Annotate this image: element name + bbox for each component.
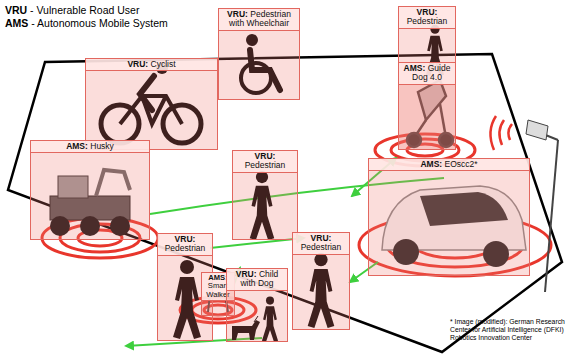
description: Pedestrian (165, 243, 206, 253)
description: Pedestrian (301, 242, 342, 252)
node-label: VRU: Pedestrian (399, 7, 455, 29)
node-label: VRU: Child with Dog (227, 269, 287, 291)
node-label: VRU: Cyclist (86, 59, 217, 71)
vru-box: VRU: Pedestrian (292, 232, 350, 330)
description: Pedestrian (407, 16, 448, 26)
abbreviation: VRU (5, 4, 27, 16)
vru-box: VRU: Pedestrian (232, 150, 298, 240)
ams-box: AMS: Guide Dog 4.0 (398, 62, 456, 150)
description: - Vulnerable Road User (27, 4, 139, 16)
description: Cyclist (148, 59, 175, 69)
node-label: VRU: Pedestrian (233, 151, 297, 173)
abbreviation: VRU: (236, 269, 257, 279)
abbreviation: AMS: (66, 141, 88, 151)
vru-box: VRU: Pedestrian with Wheelchair (218, 8, 300, 100)
vru-box: VRU: Child with Dog (226, 268, 288, 342)
ams-box: AMS: Husky (30, 140, 150, 240)
abbreviation: VRU: (311, 233, 332, 243)
description: EOscc2* (442, 159, 477, 169)
node-label: AMS: EOscc2* (369, 159, 529, 171)
description: Husky (88, 141, 114, 151)
node-label: VRU: Pedestrian (293, 233, 349, 255)
abbreviation: VRU: (255, 151, 276, 161)
abbreviation: AMS: (208, 273, 227, 282)
abbreviation: VRU: (175, 234, 196, 244)
vru-box: VRU: Cyclist (85, 58, 218, 150)
abbreviation-key: AMS - Autonomous Mobile System (5, 17, 168, 30)
node-label: VRU: Pedestrian (158, 234, 212, 256)
abbreviation: AMS: (404, 63, 426, 73)
abbreviation: VRU: (227, 9, 248, 19)
node-label: AMS: Husky (31, 141, 149, 153)
ams-box: AMS: EOscc2* (368, 158, 530, 276)
node-label: AMS: Guide Dog 4.0 (399, 63, 455, 85)
description: Pedestrian (245, 160, 286, 170)
abbreviation: VRU: (417, 7, 438, 17)
node-label: VRU: Pedestrian with Wheelchair (219, 9, 299, 31)
abbreviation: VRU: (127, 59, 148, 69)
image-credit: * Image (modified): German Research Cent… (450, 318, 572, 342)
abbreviation: AMS: (420, 159, 442, 169)
abbreviation: AMS (5, 17, 28, 29)
abbreviation-key: VRU - Vulnerable Road User (5, 4, 139, 17)
description: - Autonomous Mobile System (28, 17, 167, 29)
